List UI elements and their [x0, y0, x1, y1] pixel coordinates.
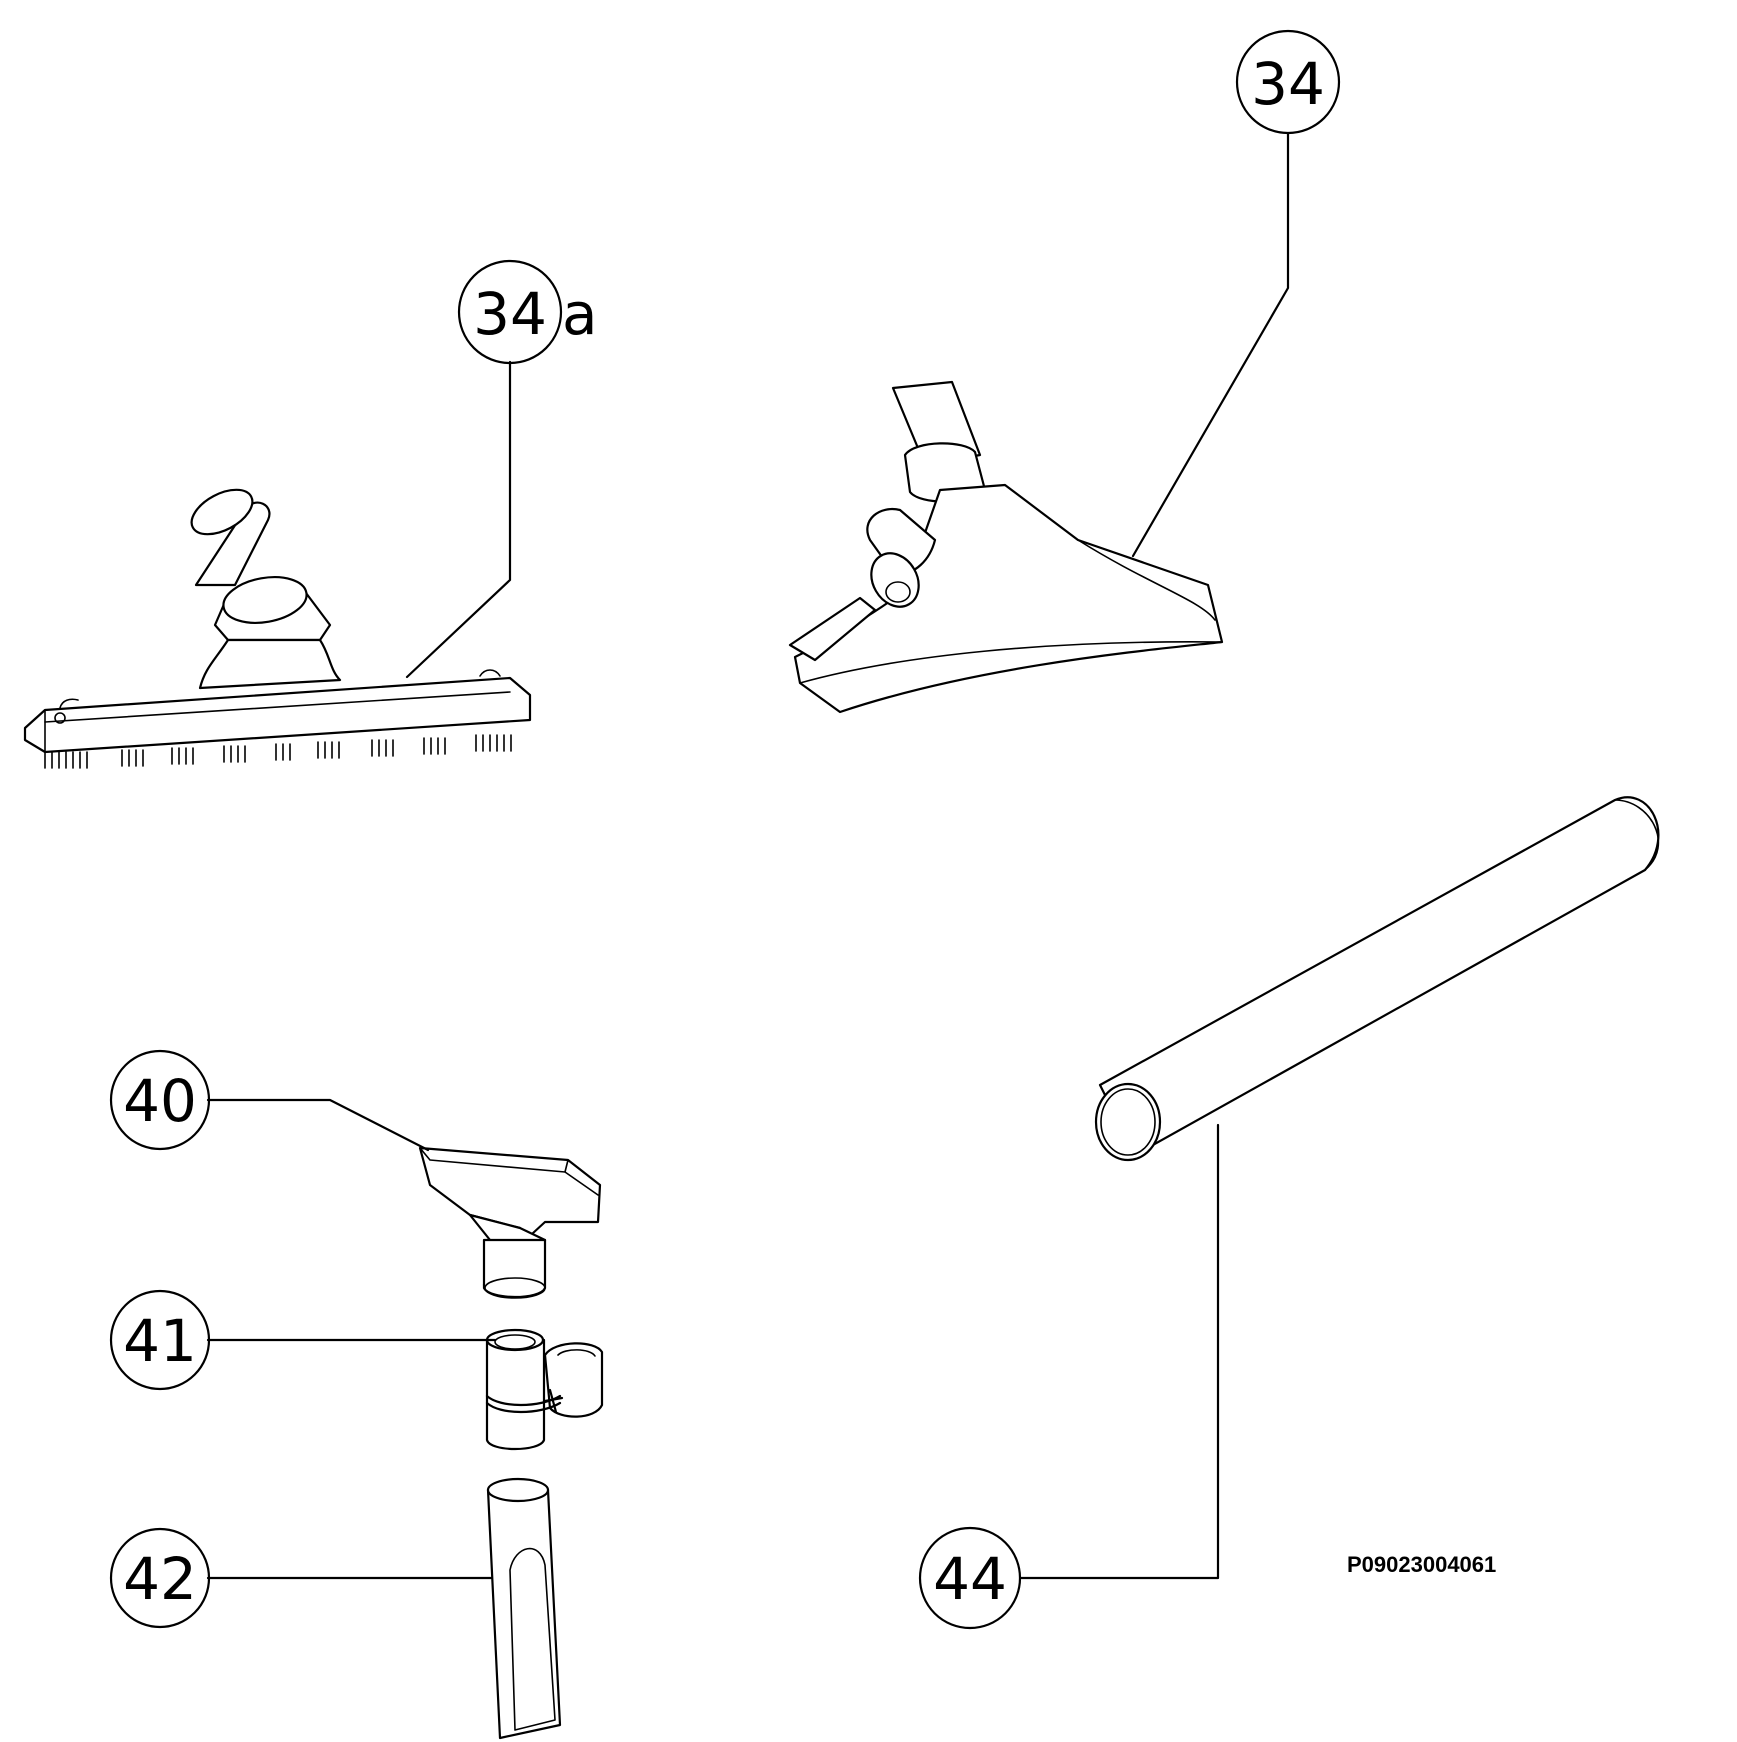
callout-42: 42 — [109, 1527, 211, 1629]
part-34-floor-nozzle — [788, 380, 1224, 714]
part-44-extension-tube — [1094, 796, 1660, 1162]
part-40-upholstery-nozzle — [418, 1146, 602, 1299]
leader-34a — [405, 360, 512, 679]
document-code: P09023004061 — [1347, 1552, 1496, 1577]
leader-lines — [206, 132, 1290, 1580]
callout-34a: 34 a — [457, 259, 598, 365]
leader-34 — [1131, 132, 1290, 558]
svg-text:34: 34 — [1251, 50, 1325, 118]
part-42-crevice-tool — [486, 1477, 562, 1740]
svg-text:41: 41 — [123, 1307, 197, 1375]
svg-text:a: a — [562, 280, 598, 348]
svg-text:42: 42 — [123, 1545, 197, 1613]
callout-40: 40 — [109, 1049, 211, 1151]
svg-text:44: 44 — [933, 1545, 1007, 1613]
callout-44: 44 — [918, 1526, 1022, 1630]
part-34a-floor-brush — [23, 488, 532, 769]
callout-41: 41 — [109, 1289, 211, 1391]
part-41-adapter-clip — [485, 1328, 604, 1450]
svg-text:40: 40 — [123, 1067, 197, 1135]
leader-40 — [206, 1098, 430, 1152]
leader-44 — [1018, 1123, 1220, 1580]
callout-34: 34 — [1235, 29, 1341, 135]
svg-text:34: 34 — [473, 280, 547, 348]
